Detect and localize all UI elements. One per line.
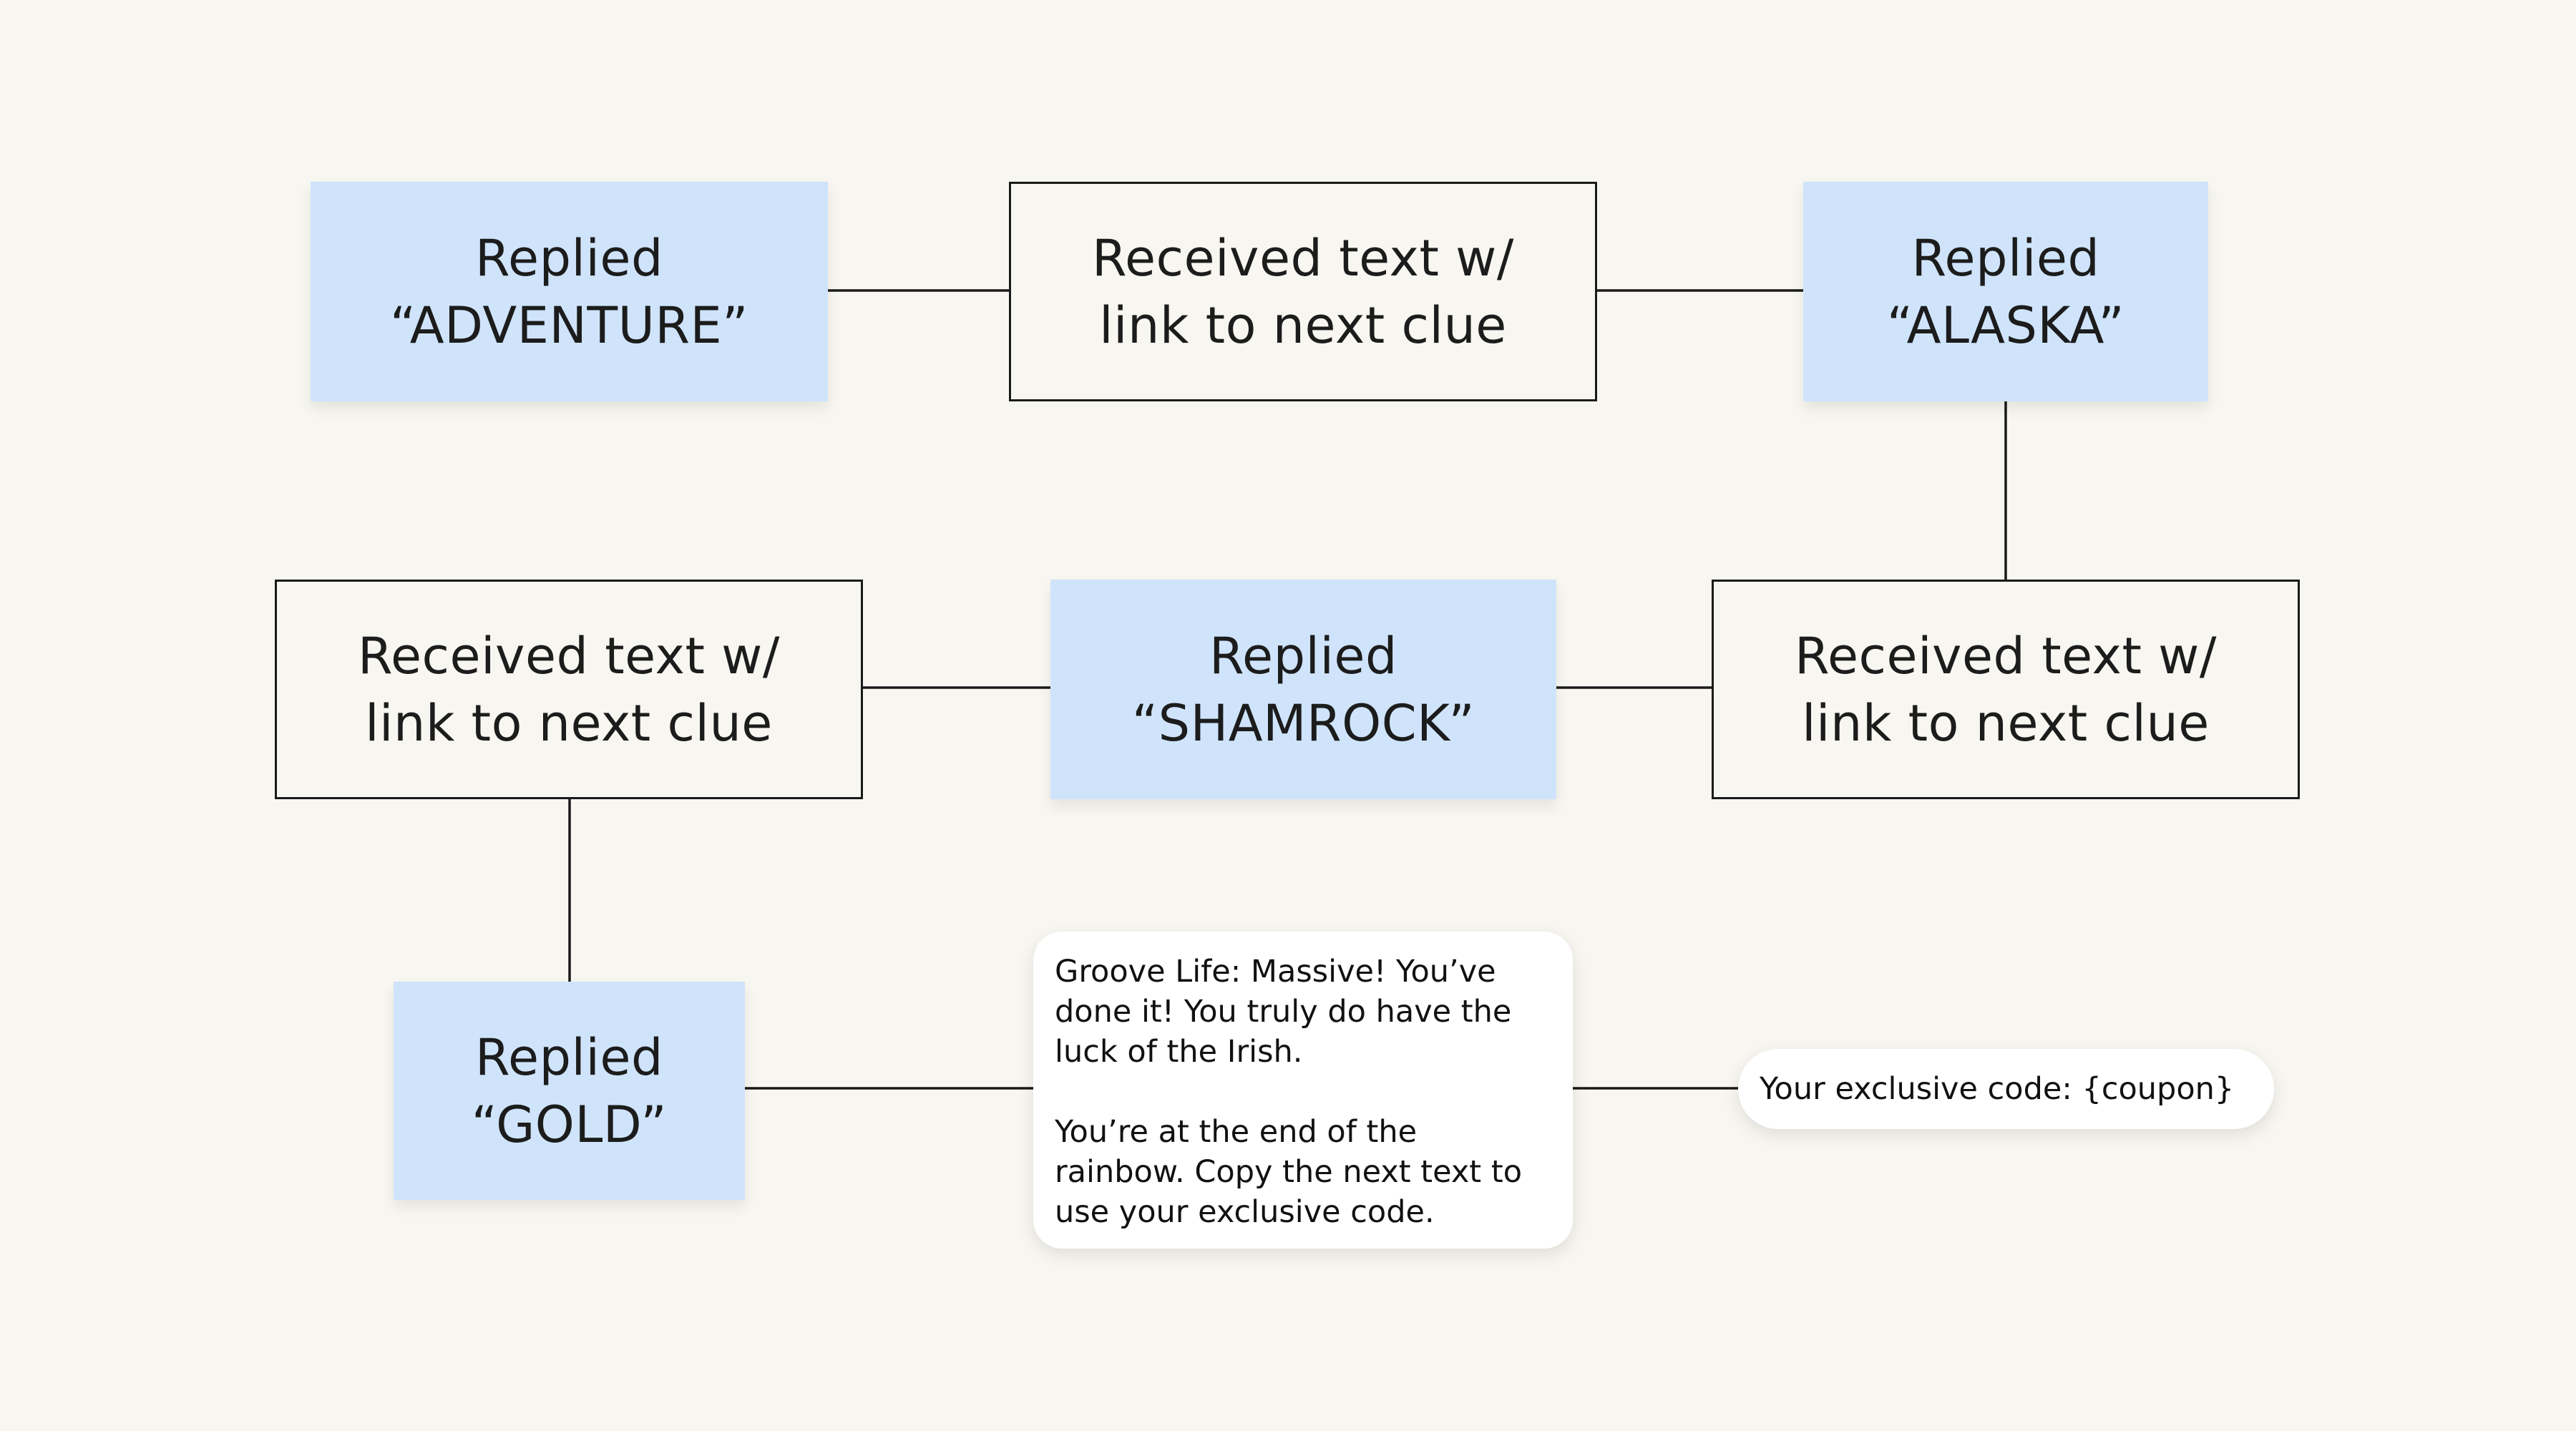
received-text-box-2: Received text w/ link to next clue <box>1712 580 2300 799</box>
replied-shamrock-label: Replied “SHAMROCK” <box>1131 626 1475 753</box>
coupon-sms-bubble: Your exclusive code: {coupon} <box>1738 1049 2274 1129</box>
replied-adventure-label: Replied “ADVENTURE” <box>390 228 748 355</box>
replied-alaska-label: Replied “ALASKA” <box>1886 228 2125 355</box>
final-sms-message-bubble: Groove Life: Massive! You’ve done it! Yo… <box>1033 932 1573 1249</box>
received-text-label-1: Received text w/ link to next clue <box>1092 228 1514 355</box>
final-message-paragraph-1: Groove Life: Massive! You’ve done it! Yo… <box>1055 954 1512 1070</box>
replied-alaska-box: Replied “ALASKA” <box>1803 182 2208 401</box>
replied-gold-box: Replied “GOLD” <box>394 982 745 1200</box>
received-text-label-2: Received text w/ link to next clue <box>1795 626 2217 753</box>
replied-adventure-box: Replied “ADVENTURE” <box>311 182 828 401</box>
received-text-label-3: Received text w/ link to next clue <box>358 626 780 753</box>
final-message-paragraph-2: You’re at the end of the rainbow. Copy t… <box>1055 1114 1522 1230</box>
received-text-box-1: Received text w/ link to next clue <box>1009 182 1597 401</box>
replied-gold-label: Replied “GOLD” <box>471 1027 668 1154</box>
coupon-message-text: Your exclusive code: {coupon} <box>1760 1071 2235 1107</box>
replied-shamrock-box: Replied “SHAMROCK” <box>1050 580 1556 799</box>
received-text-box-3: Received text w/ link to next clue <box>275 580 863 799</box>
